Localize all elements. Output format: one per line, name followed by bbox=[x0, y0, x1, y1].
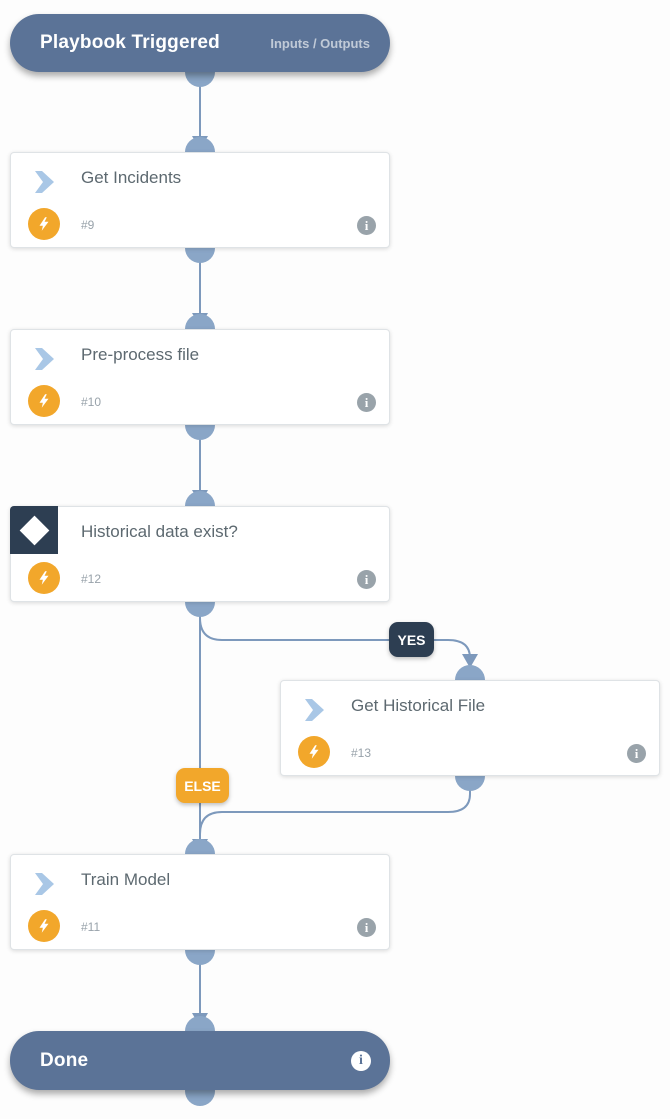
done-title: Done bbox=[40, 1049, 89, 1071]
task-title: Get Incidents bbox=[81, 168, 182, 187]
info-icon[interactable]: i bbox=[357, 570, 376, 589]
done-node[interactable]: Done i bbox=[10, 1031, 390, 1090]
condition-node-historical-data-exist[interactable]: Historical data exist? #12 i bbox=[10, 506, 390, 602]
trigger-node[interactable]: Playbook Triggered Inputs / Outputs bbox=[10, 14, 390, 72]
task-node-get-historical-file[interactable]: Get Historical File #13 i bbox=[280, 680, 660, 776]
chevron-right-icon bbox=[35, 873, 54, 895]
info-icon[interactable]: i bbox=[351, 1050, 371, 1071]
task-number: #13 bbox=[351, 746, 372, 760]
chevron-right-icon bbox=[35, 348, 54, 370]
task-node-pre-process-file[interactable]: Pre-process file #10 i bbox=[10, 329, 390, 425]
lightning-bolt-icon bbox=[28, 562, 60, 594]
info-icon[interactable]: i bbox=[357, 393, 376, 412]
chevron-right-icon bbox=[35, 171, 54, 193]
task-number: #11 bbox=[81, 920, 101, 934]
edge-historical-to-train bbox=[199, 776, 471, 835]
task-title: Pre-process file bbox=[81, 345, 200, 364]
lightning-bolt-icon bbox=[28, 910, 60, 942]
info-icon[interactable]: i bbox=[627, 744, 646, 763]
lightning-bolt-icon bbox=[28, 385, 60, 417]
else-branch-label: ELSE bbox=[176, 768, 229, 803]
trigger-title: Playbook Triggered bbox=[40, 32, 220, 53]
chevron-right-icon bbox=[305, 699, 324, 721]
diamond-icon bbox=[10, 506, 58, 554]
yes-branch-label: YES bbox=[389, 622, 434, 657]
task-title: Get Historical File bbox=[351, 696, 486, 715]
task-title: Historical data exist? bbox=[81, 522, 238, 541]
task-number: #10 bbox=[81, 395, 102, 409]
task-title: Train Model bbox=[81, 870, 171, 889]
task-node-get-incidents[interactable]: Get Incidents #9 i bbox=[10, 152, 390, 248]
task-node-train-model[interactable]: Train Model #11 i bbox=[10, 854, 390, 950]
lightning-bolt-icon bbox=[28, 208, 60, 240]
info-icon[interactable]: i bbox=[357, 216, 376, 235]
task-number: #9 bbox=[81, 218, 95, 232]
inputs-outputs-link[interactable]: Inputs / Outputs bbox=[270, 35, 370, 51]
info-icon[interactable]: i bbox=[357, 918, 376, 937]
edge-condition-yes-branch bbox=[199, 617, 471, 659]
task-number: #12 bbox=[81, 572, 102, 586]
lightning-bolt-icon bbox=[298, 736, 330, 768]
